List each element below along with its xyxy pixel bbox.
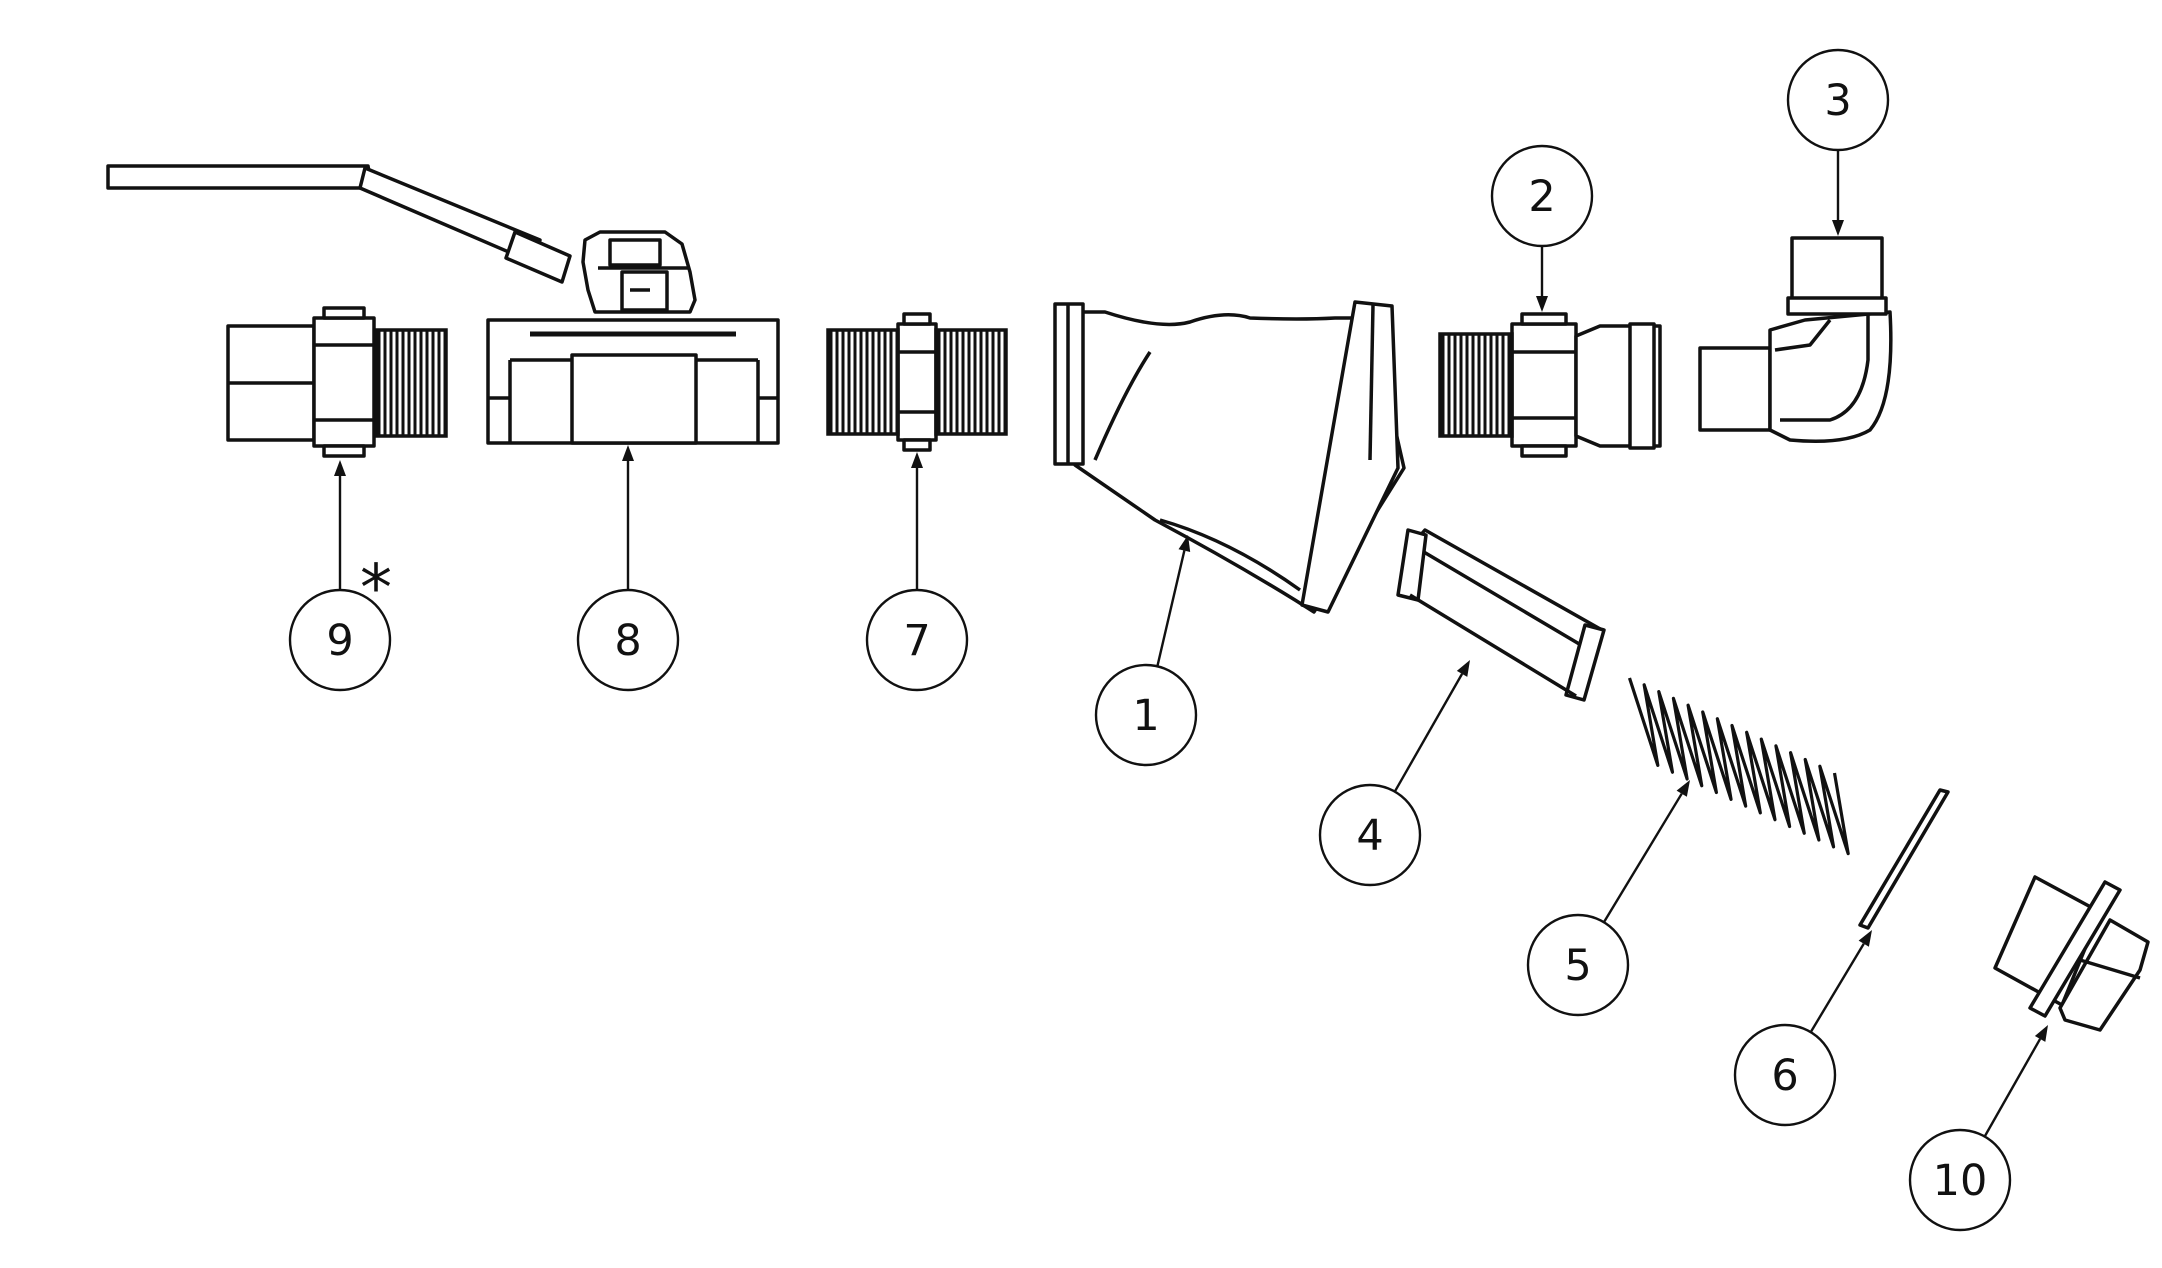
part-gasket [1858, 788, 1950, 930]
leader-5 [1602, 780, 1690, 923]
balloon-circle-2 [1490, 144, 1594, 248]
leader-arrow-2 [1536, 296, 1548, 312]
leader-arrow-9 [334, 460, 346, 476]
leader-lines [334, 150, 2048, 1138]
callout-balloon-8: 8 [576, 588, 680, 692]
adapter-hex-nut [1510, 322, 1578, 448]
leader-line-10 [1983, 1038, 2042, 1138]
strainer-outlet-flange [1300, 300, 1400, 614]
balloon-label-6: 6 [1771, 1051, 1798, 1101]
leader-6 [1809, 930, 1872, 1033]
balloon-label-2: 2 [1528, 172, 1555, 222]
part-ball-valve [106, 164, 780, 445]
plug-hex [2058, 918, 2150, 1032]
callout-balloon-6: 6 [1733, 1023, 1837, 1127]
balloon-circle-1 [1094, 663, 1198, 767]
callout-balloon-3: 3 [1786, 48, 1890, 152]
leader-4 [1393, 660, 1470, 793]
balloon-label-10: 10 [1933, 1156, 1988, 1206]
leader-2 [1536, 246, 1548, 312]
elbow-male-end [1698, 346, 1772, 432]
spring-coil [1627, 677, 1850, 856]
swivel-thread [374, 328, 448, 438]
leader-arrow-4 [1456, 660, 1470, 677]
valve-center-port [570, 353, 698, 445]
nipple-thread-right [934, 328, 1008, 436]
part-y-strainer-body [1053, 300, 1406, 614]
elbow-body [1768, 310, 1893, 443]
leader-arrow-10 [2034, 1025, 2048, 1042]
balloon-circle-5 [1526, 913, 1630, 1017]
part-swivel-adapter-right [1510, 312, 1662, 458]
balloon-circle-8 [576, 588, 680, 692]
swivel-hex-nut [312, 316, 376, 448]
balloon-circle-10 [1908, 1128, 2012, 1232]
leader-9 [334, 460, 346, 590]
note-asterisk: * [360, 552, 392, 626]
leader-arrow-6 [1858, 930, 1872, 947]
callout-balloon-2: 2 [1490, 144, 1594, 248]
balloon-circle-3 [1786, 48, 1890, 152]
adapter-thread [1438, 332, 1514, 438]
leader-line-5 [1602, 793, 1683, 923]
leader-8 [622, 445, 634, 590]
callout-balloon-1: 1 [1094, 663, 1198, 767]
balloon-label-5: 5 [1564, 941, 1591, 991]
callout-balloons: 1 2 3 4 5 6 7 8 9 10 [288, 48, 2012, 1232]
leader-arrow-7 [911, 452, 923, 468]
part-strainer-screen [1396, 528, 1606, 702]
callout-balloon-10: 10 [1908, 1128, 2012, 1232]
leader-arrow-8 [622, 445, 634, 461]
balloon-label-9: 9 [326, 616, 353, 666]
screen-cylinder [1410, 528, 1604, 650]
part-spring [1627, 677, 1850, 856]
balloon-circle-4 [1318, 783, 1422, 887]
leader-10 [1983, 1025, 2048, 1138]
callout-balloon-5: 5 [1526, 913, 1630, 1017]
valve-lever-handle [106, 164, 374, 190]
callout-balloon-4: 4 [1318, 783, 1422, 887]
nipple-hex [896, 322, 938, 442]
balloon-label-8: 8 [614, 616, 641, 666]
plug-flange [2028, 880, 2122, 1018]
leader-7 [911, 452, 923, 590]
leader-1 [1156, 535, 1191, 667]
gasket-edge [1858, 788, 1950, 930]
leader-line-1 [1156, 550, 1186, 667]
part-elbow-fitting [1698, 236, 1893, 443]
balloon-label-1: 1 [1132, 691, 1159, 741]
balloon-label-7: 7 [903, 616, 930, 666]
part-hex-nipple [896, 312, 938, 452]
elbow-top-hex [1790, 236, 1884, 302]
valve-lever-grip [504, 230, 572, 284]
balloon-circle-9 [288, 588, 392, 692]
nipple-thread-left [826, 328, 900, 436]
callout-balloon-9: 9 [288, 588, 392, 692]
callout-balloon-7: 7 [865, 588, 969, 692]
part-swivel-adapter [226, 306, 376, 458]
leader-line-4 [1393, 673, 1464, 793]
balloon-label-3: 3 [1824, 76, 1851, 126]
part-drain-plug [1993, 875, 2150, 1032]
leader-arrow-5 [1676, 780, 1690, 797]
leader-line-6 [1809, 943, 1865, 1033]
leader-arrow-1 [1178, 535, 1191, 552]
leader-3 [1832, 150, 1844, 236]
balloon-circle-6 [1733, 1023, 1837, 1127]
leader-arrow-3 [1832, 220, 1844, 236]
balloon-circle-7 [865, 588, 969, 692]
balloon-label-4: 4 [1356, 811, 1383, 861]
